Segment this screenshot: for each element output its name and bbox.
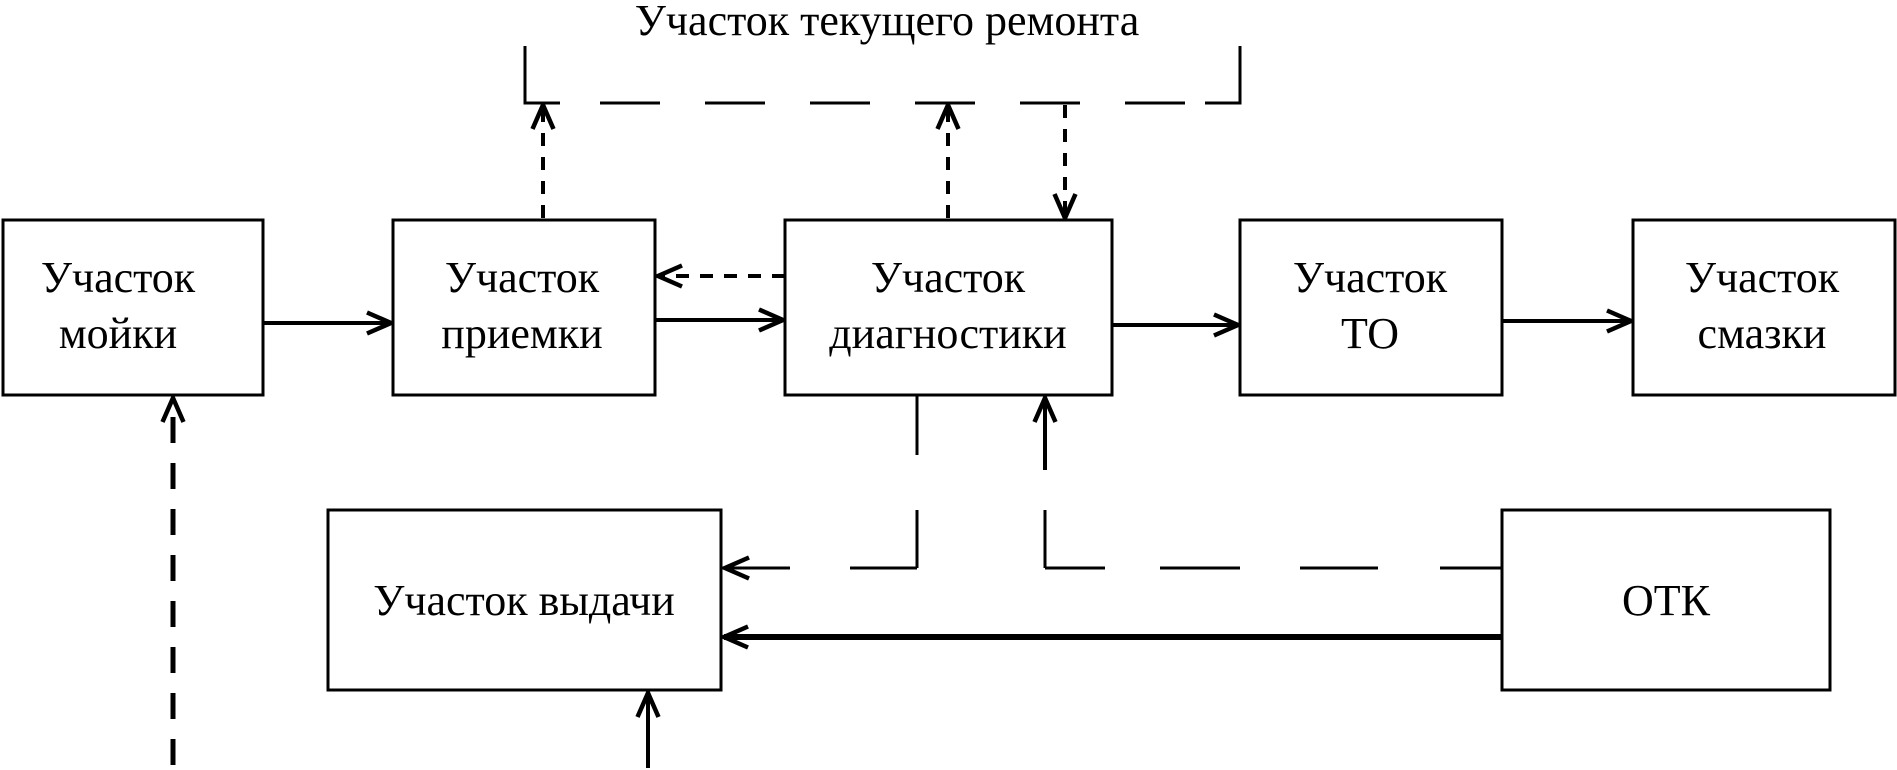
current-repair-title: Участок текущего ремонта [635, 0, 1139, 45]
node-qc-label: ОТК [1622, 576, 1711, 625]
node-reception-line2: приемки [441, 309, 602, 358]
node-lubrication-line2: смазки [1698, 309, 1827, 358]
current-repair-bracket [523, 46, 1242, 105]
node-maintenance-line2: ТО [1341, 309, 1399, 358]
node-diagnostics: Участок диагностики [783, 218, 1114, 397]
node-issuing: Участок выдачи [326, 508, 723, 692]
node-lubrication-line1: Участок [1685, 253, 1840, 302]
node-washing: Участок мойки [1, 218, 265, 397]
edge-qc-to-diagnostics [1045, 398, 1502, 570]
node-diagnostics-line2: диагностики [829, 309, 1066, 358]
node-reception: Участок приемки [391, 218, 657, 397]
node-reception-line1: Участок [445, 253, 600, 302]
node-maintenance-line1: Участок [1293, 253, 1448, 302]
node-washing-line1: Участок [41, 253, 196, 302]
node-qc: ОТК [1500, 508, 1832, 692]
node-lubrication: Участок смазки [1631, 218, 1897, 397]
node-maintenance: Участок ТО [1238, 218, 1504, 397]
edge-diagnostics-to-issuing [725, 395, 919, 568]
node-diagnostics-line1: Участок [871, 253, 1026, 302]
node-issuing-label: Участок выдачи [373, 576, 675, 625]
node-washing-line2: мойки [59, 309, 177, 358]
